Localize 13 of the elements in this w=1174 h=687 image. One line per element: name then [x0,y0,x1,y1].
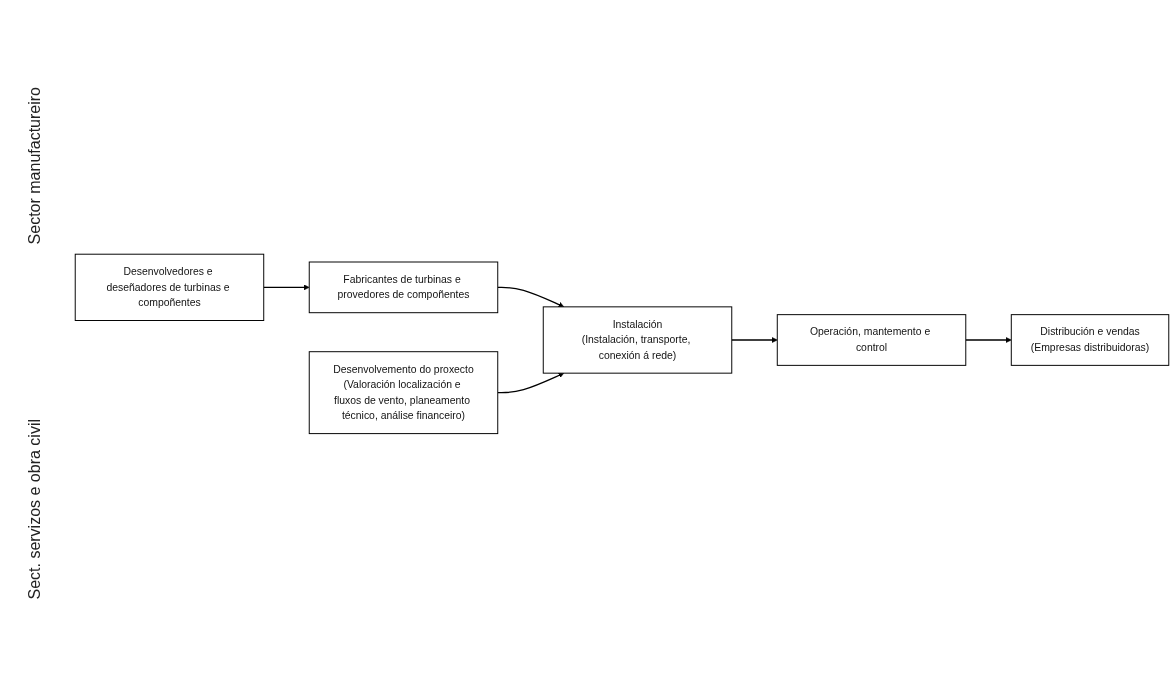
node-box: Desenvolvemento do proxecto (Valoración localización e fluxos de vento, planeamento técnico, análise financeiro) [308,350,499,434]
row-label: Sect. servizos e obra civil [26,419,44,600]
node-box: Instalación (Instalación, transporte, conexión á rede) [542,305,733,374]
node-box: Desenvolvedores e deseñadores de turbinas e compoñentes [74,253,265,321]
node-box: Distribución e vendas (Empresas distribuidoras) [1010,313,1170,366]
arrow [263,284,310,290]
row-label: Sector manufactureiro [26,87,44,245]
node-box: Fabricantes de turbinas e provedores de compoñentes [308,261,499,313]
arrow [497,286,565,307]
arrow [731,336,778,343]
arrow [965,336,1012,343]
arrow [497,372,565,393]
node-box: Operación, mantemento e control [776,313,967,366]
